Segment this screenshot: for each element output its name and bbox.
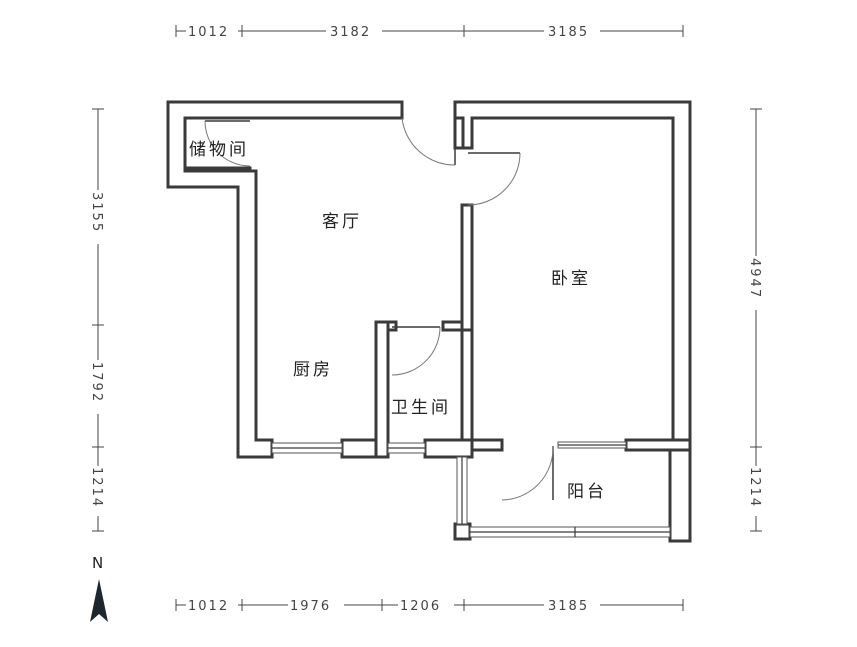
dimension-bottom: 1012 1976 1206 3185 — [175, 596, 684, 614]
dim-bottom-4: 3185 — [548, 599, 589, 614]
dim-top-2: 3182 — [330, 25, 371, 40]
dim-bottom-3: 1206 — [400, 599, 441, 614]
room-label-living: 客厅 — [322, 212, 362, 232]
compass: N — [90, 554, 108, 622]
dim-top-1: 1012 — [188, 25, 229, 40]
dim-top-3: 3185 — [548, 25, 589, 40]
compass-label: N — [92, 554, 105, 572]
dim-left-3: 1214 — [89, 467, 104, 508]
room-label-balcony: 阳台 — [567, 482, 607, 502]
room-label-kitchen: 厨房 — [293, 360, 333, 380]
dimension-left: 3155 1792 1214 — [89, 108, 107, 532]
room-labels: 储物间 客厅 卧室 厨房 卫生间 阳台 — [189, 140, 607, 502]
dim-left-1: 3155 — [89, 192, 104, 233]
room-label-bedroom: 卧室 — [551, 269, 591, 289]
north-arrow-icon — [90, 579, 108, 622]
dimension-top: 1012 3182 3185 — [175, 22, 684, 40]
windows — [271, 441, 671, 538]
dim-left-2: 1792 — [89, 362, 104, 403]
room-label-storage: 储物间 — [189, 140, 249, 160]
dim-bottom-2: 1976 — [290, 599, 331, 614]
room-label-bathroom: 卫生间 — [391, 398, 451, 418]
dim-right-1: 4947 — [747, 258, 762, 299]
dim-right-2: 1214 — [747, 467, 762, 508]
walls — [166, 100, 692, 543]
dimension-right: 4947 1214 — [747, 108, 765, 532]
doors — [204, 117, 554, 501]
dim-bottom-1: 1012 — [188, 599, 229, 614]
